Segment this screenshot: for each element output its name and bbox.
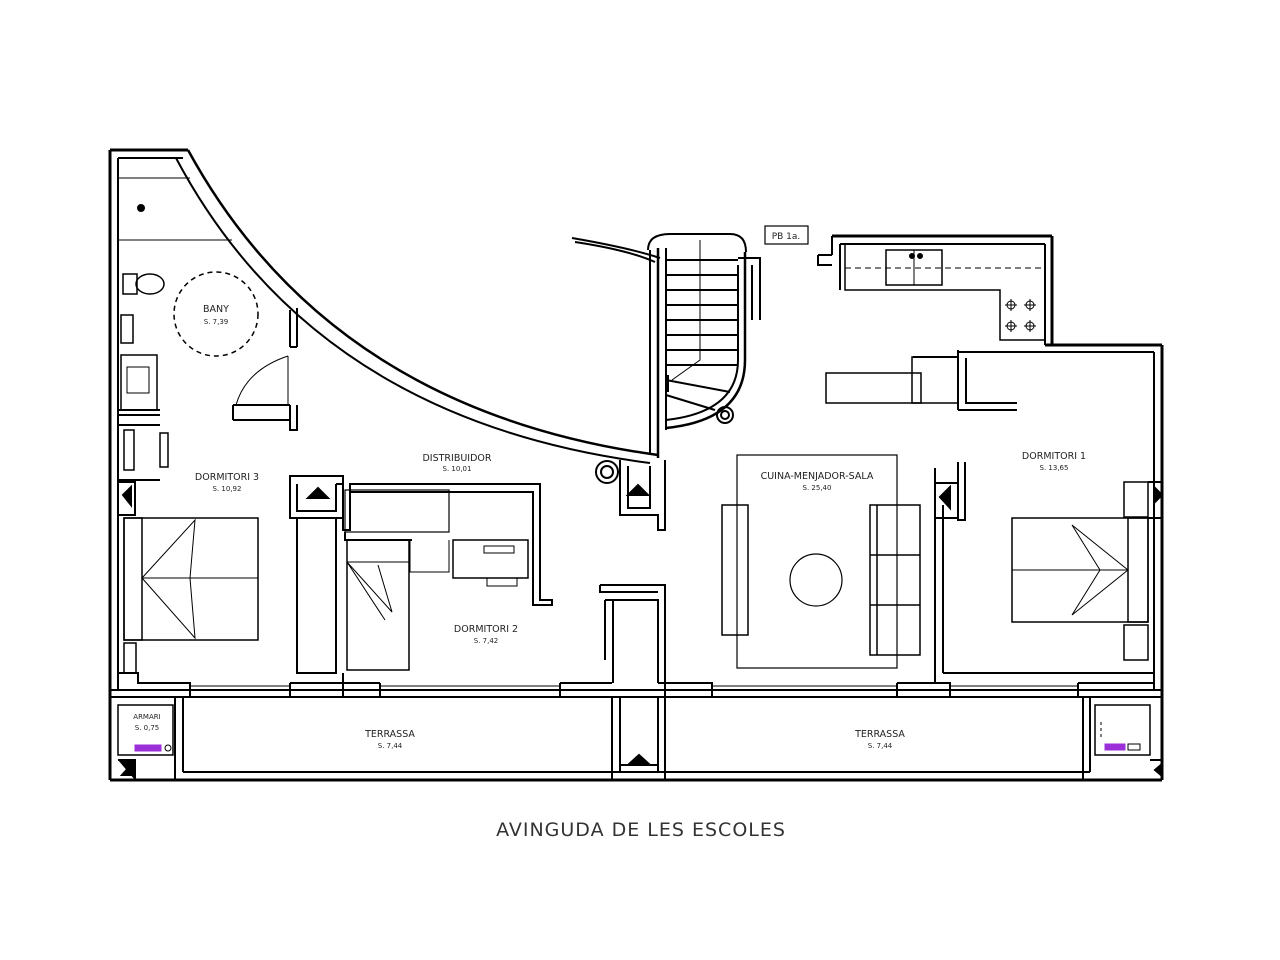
bed-bedroom-2 xyxy=(346,539,410,671)
armari-left xyxy=(117,704,174,756)
room-area-dormitori1: S. 13,65 xyxy=(1040,464,1069,472)
bed-bedroom-3 xyxy=(123,517,259,641)
cooktop xyxy=(1005,299,1036,332)
room-area-dormitori2: S. 7,42 xyxy=(474,637,498,645)
armari-right xyxy=(1094,704,1151,756)
room-name-bany: BANY xyxy=(203,304,229,315)
terrace xyxy=(117,697,1163,780)
room-area-dormitori3: S. 10,92 xyxy=(213,485,242,493)
room-name-terrassa-left: TERRASSA xyxy=(364,729,415,740)
room-area-terrassa-right: S. 7,44 xyxy=(868,742,893,750)
outer-walls xyxy=(108,148,1164,782)
stairwell xyxy=(647,233,761,458)
kitchen xyxy=(844,244,1045,341)
street-name: AVINGUDA DE LES ESCOLES xyxy=(496,819,786,841)
bedroom-3 xyxy=(118,424,259,697)
tv-unit xyxy=(721,504,749,636)
central-shaft xyxy=(559,460,713,780)
room-area-armari: S. 0,75 xyxy=(135,724,159,732)
room-area-terrassa-left: S. 7,44 xyxy=(378,742,403,750)
room-area-cuina: S. 25,40 xyxy=(803,484,832,492)
room-name-cuina: CUINA-MENJADOR-SALA xyxy=(761,471,874,482)
level-tag: PB 1a. xyxy=(772,232,801,242)
coffee-table xyxy=(789,553,843,607)
room-area-distribuidor: S. 10,01 xyxy=(443,465,472,473)
room-name-dormitori3: DORMITORI 3 xyxy=(195,472,259,483)
bathroom-turn-circle xyxy=(173,271,259,357)
living-area xyxy=(721,350,1017,683)
room-name-dormitori2: DORMITORI 2 xyxy=(454,624,518,635)
bedroom-2 xyxy=(290,489,529,697)
room-name-distribuidor: DISTRIBUIDOR xyxy=(422,453,491,464)
room-name-armari: ARMARI xyxy=(133,713,160,721)
bedroom-1 xyxy=(896,481,1164,697)
room-name-dormitori1: DORMITORI 1 xyxy=(1022,451,1086,462)
room-area-bany: S. 7,39 xyxy=(204,318,228,326)
room-name-terrassa-right: TERRASSA xyxy=(854,729,905,740)
curved-wall xyxy=(175,149,661,464)
living-rug xyxy=(736,454,898,669)
labels: PB 1a. BANY S. 7,39 DISTRIBUIDOR S. 10,0… xyxy=(133,232,1086,841)
sofa xyxy=(869,504,921,656)
bathroom xyxy=(118,177,298,431)
